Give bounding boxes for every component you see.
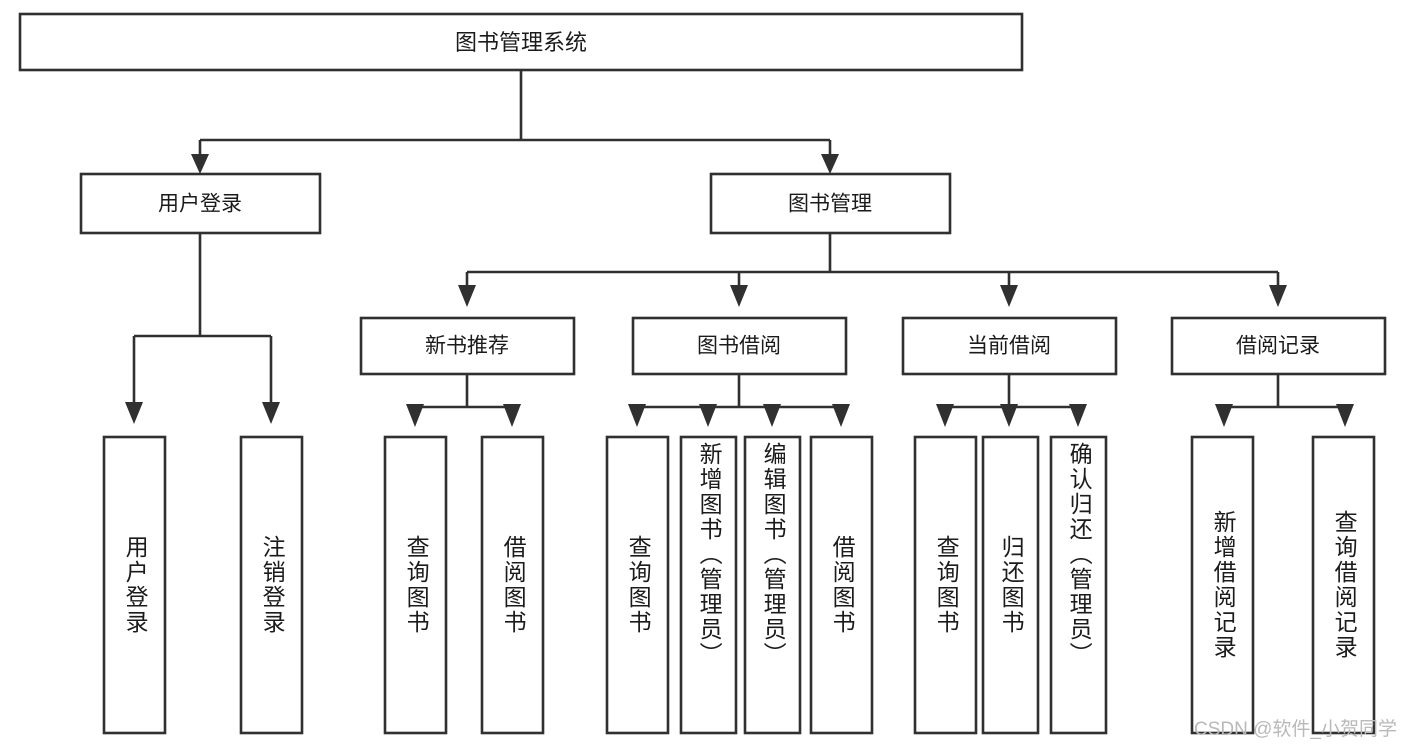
arrowhead-leaf-query-book-3 bbox=[936, 404, 954, 427]
leaf-query-book-1-box[interactable] bbox=[383, 435, 448, 735]
arrowhead-leaf-edit-book bbox=[763, 404, 781, 427]
leaf-query-record-box[interactable] bbox=[1311, 435, 1376, 735]
node-book-borrow-box[interactable] bbox=[631, 316, 848, 376]
node-book-borrow-label: 图书借阅 bbox=[697, 335, 781, 358]
node-layer: 图书管理系统 用户登录 图书管理 新书推荐 图书借阅 当前 bbox=[18, 12, 1387, 735]
node-book-management-box[interactable] bbox=[709, 172, 952, 235]
arrowhead-leaf-borrow-book-1 bbox=[503, 404, 521, 427]
connector-book-management-bus bbox=[467, 233, 1278, 274]
node-book-borrow[interactable]: 图书借阅 bbox=[631, 316, 848, 376]
arrowhead-leaf-return-book bbox=[1000, 404, 1018, 427]
arrowhead-book-borrow bbox=[730, 285, 748, 307]
arrowhead-leaf-query-book-1 bbox=[406, 404, 424, 427]
node-user-login-label: 用户登录 bbox=[158, 193, 242, 216]
arrowhead-borrow-record bbox=[1269, 285, 1287, 307]
leaf-add-book-box[interactable] bbox=[679, 435, 738, 735]
arrowhead-current-borrow bbox=[1000, 285, 1018, 307]
leaf-borrow-book-1-box[interactable] bbox=[480, 435, 545, 735]
connector-book-borrow-bus bbox=[637, 374, 841, 409]
node-book-management[interactable]: 图书管理 bbox=[709, 172, 952, 235]
node-current-borrow-box[interactable] bbox=[901, 316, 1118, 376]
arrowhead-leaf-add-book bbox=[699, 404, 717, 427]
leaf-edit-book-box[interactable] bbox=[743, 435, 802, 735]
leaf-user-login-box[interactable] bbox=[102, 435, 167, 735]
connector-borrow-record-bus bbox=[1224, 374, 1345, 409]
node-root[interactable]: 图书管理系统 bbox=[18, 12, 1024, 72]
arrowhead-leaf-user-login bbox=[125, 402, 143, 424]
connector-new-book-bus bbox=[415, 374, 512, 409]
leaf-return-book-box[interactable] bbox=[981, 435, 1040, 735]
node-book-management-label: 图书管理 bbox=[788, 193, 872, 216]
arrowhead-leaf-query-book-2 bbox=[628, 404, 646, 427]
node-root-label: 图书管理系统 bbox=[455, 30, 587, 55]
arrowhead-leaf-borrow-book-2 bbox=[832, 404, 850, 427]
node-current-borrow-label: 当前借阅 bbox=[967, 335, 1051, 358]
arrowhead-user-login bbox=[191, 154, 209, 174]
arrowhead-new-book-recommend bbox=[458, 285, 476, 307]
leaf-add-record-box[interactable] bbox=[1190, 435, 1255, 735]
node-borrow-record-label: 借阅记录 bbox=[1236, 335, 1320, 358]
watermark: CSDN @软件_小贺同学 bbox=[1194, 719, 1397, 740]
node-new-book-recommend-box[interactable] bbox=[359, 316, 576, 376]
node-borrow-record-box[interactable] bbox=[1170, 316, 1387, 376]
connector-user-login-bus bbox=[134, 233, 271, 338]
connector-root-bus bbox=[200, 70, 830, 142]
arrowhead-leaf-user-logout bbox=[262, 402, 280, 424]
node-new-book-recommend[interactable]: 新书推荐 bbox=[359, 316, 576, 376]
arrowhead-leaf-confirm-return bbox=[1069, 404, 1087, 427]
node-user-login[interactable]: 用户登录 bbox=[79, 172, 322, 235]
connector-layer bbox=[125, 70, 1354, 427]
leaf-confirm-return-box[interactable] bbox=[1049, 435, 1108, 735]
node-root-box[interactable] bbox=[18, 12, 1024, 72]
arrowhead-book-management bbox=[821, 154, 839, 174]
node-new-book-recommend-label: 新书推荐 bbox=[425, 335, 509, 358]
arrowhead-leaf-query-record bbox=[1336, 404, 1354, 427]
node-borrow-record[interactable]: 借阅记录 bbox=[1170, 316, 1387, 376]
leaf-borrow-book-2-box[interactable] bbox=[809, 435, 874, 735]
leaf-query-book-2-box[interactable] bbox=[605, 435, 670, 735]
connector-current-borrow-bus bbox=[945, 374, 1078, 409]
node-user-login-box[interactable] bbox=[79, 172, 322, 235]
leaf-user-logout-box[interactable] bbox=[239, 435, 304, 735]
node-current-borrow[interactable]: 当前借阅 bbox=[901, 316, 1118, 376]
leaf-query-book-3-box[interactable] bbox=[913, 435, 978, 735]
arrowhead-leaf-add-record bbox=[1215, 404, 1233, 427]
